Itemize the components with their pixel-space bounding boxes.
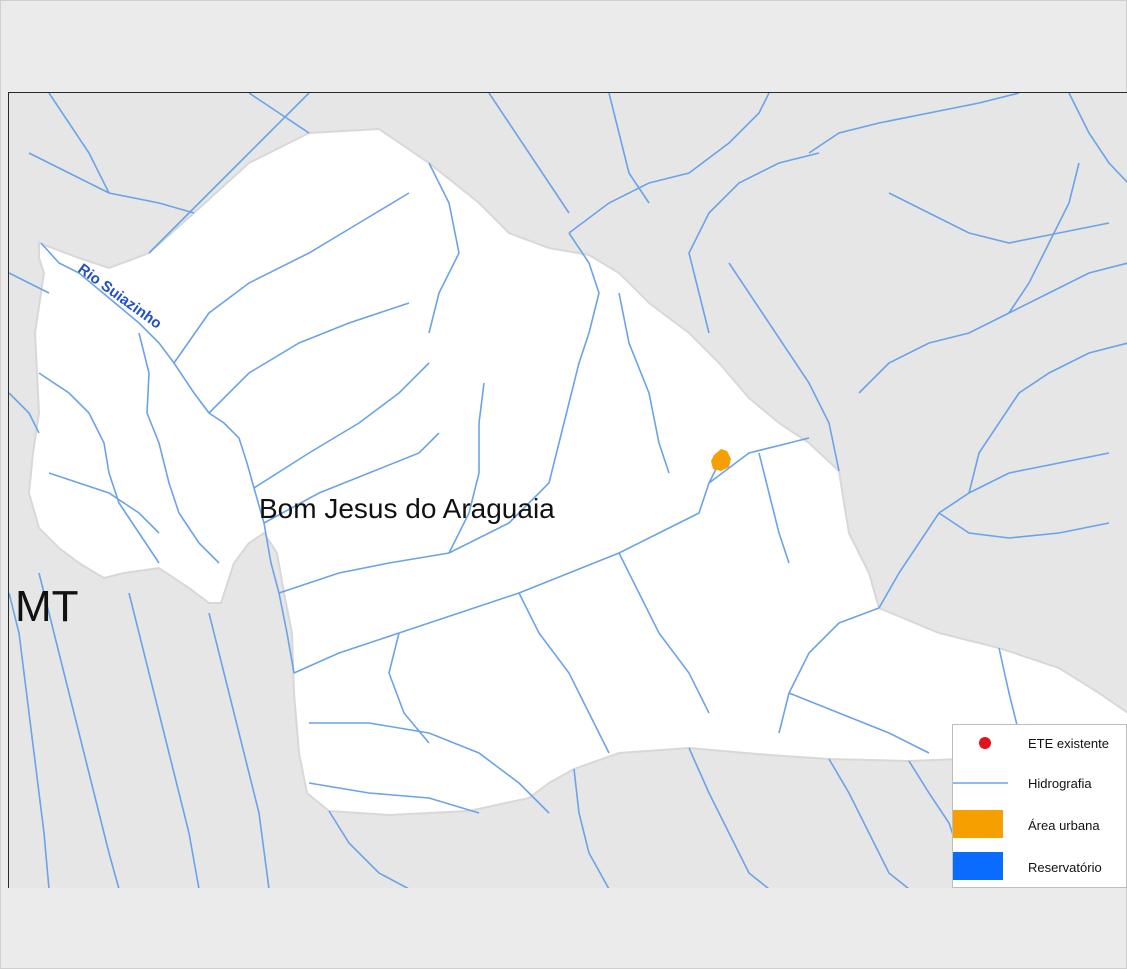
river <box>248 93 310 134</box>
river <box>688 747 770 888</box>
river <box>808 93 1020 154</box>
river <box>208 302 410 414</box>
map-canvas[interactable]: Bom Jesus do Araguaia MT Rio Suiazinho <box>8 92 1127 888</box>
river <box>778 607 880 734</box>
river <box>9 592 50 888</box>
river <box>263 432 440 524</box>
river <box>728 262 840 472</box>
river <box>573 768 610 888</box>
municipality-area <box>27 127 1127 817</box>
river <box>309 722 550 814</box>
legend-label: Reservatório <box>1028 860 1102 875</box>
river <box>858 262 1127 394</box>
river <box>488 93 570 214</box>
river <box>968 342 1127 494</box>
legend-item-urbana: Área urbana <box>953 807 1127 847</box>
river <box>48 93 110 194</box>
river <box>128 592 200 888</box>
river <box>388 632 430 744</box>
blue-line-icon <box>953 782 1008 784</box>
legend-label: Área urbana <box>1028 818 1100 833</box>
river <box>518 592 610 754</box>
river <box>568 93 770 234</box>
legend-label: Hidrografia <box>1028 776 1092 791</box>
river <box>618 292 670 474</box>
river <box>828 758 910 888</box>
river <box>568 232 600 334</box>
legend-label: ETE existente <box>1028 736 1109 751</box>
river <box>293 462 720 674</box>
legend-item-ete: ETE existente <box>953 725 1127 765</box>
map-legend: ETE existente Hidrografia Área urbana Re… <box>952 724 1127 888</box>
river <box>1008 162 1080 314</box>
river <box>758 452 790 564</box>
river <box>788 692 930 754</box>
hydrography-network <box>9 93 1127 888</box>
river <box>138 332 220 564</box>
river <box>328 810 409 888</box>
river <box>938 512 1110 539</box>
river <box>148 93 310 254</box>
river <box>9 392 40 434</box>
river <box>428 162 460 334</box>
state-label: MT <box>15 582 79 631</box>
river <box>28 152 195 214</box>
urban-area-shape <box>711 449 731 471</box>
river <box>888 192 1110 244</box>
river <box>253 362 430 489</box>
river <box>38 572 120 888</box>
river <box>278 332 590 594</box>
river <box>308 782 480 814</box>
municipality-label: Bom Jesus do Araguaia <box>259 493 555 524</box>
river <box>38 372 160 564</box>
river <box>708 437 810 484</box>
red-dot-icon <box>979 737 991 749</box>
river <box>173 192 410 364</box>
legend-item-hidrografia: Hidrografia <box>953 765 1127 805</box>
river <box>9 272 50 294</box>
river-suiazinho <box>40 242 295 674</box>
river <box>48 472 160 534</box>
orange-square-icon <box>953 810 1003 838</box>
river <box>608 93 650 204</box>
river <box>208 612 270 888</box>
map-svg: Bom Jesus do Araguaia MT Rio Suiazinho <box>9 93 1127 888</box>
river <box>878 452 1110 609</box>
river <box>1068 93 1127 184</box>
river <box>688 152 820 334</box>
blue-square-icon <box>953 852 1003 880</box>
river <box>448 382 485 554</box>
legend-item-reservatorio: Reservatório <box>953 849 1127 889</box>
river <box>618 552 710 714</box>
